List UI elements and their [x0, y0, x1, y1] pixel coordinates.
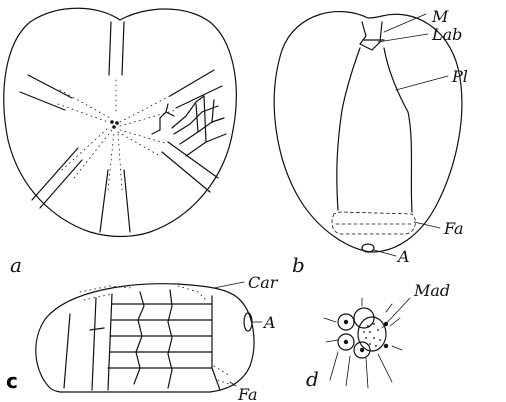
- panel-d-ray: [366, 358, 368, 388]
- panel-d-pore: [360, 348, 364, 352]
- panel-a-apical-dot: [115, 121, 119, 125]
- panel-a-petal-line: [32, 148, 78, 200]
- panel-d-ray: [324, 318, 336, 322]
- panel-d-ray: [346, 356, 350, 386]
- panel-a-apical-dot: [112, 125, 116, 129]
- panel-a-petal-line: [20, 92, 65, 110]
- panel-b-label-lab: Lab: [431, 25, 462, 44]
- panel-a-pore-row: [62, 128, 108, 170]
- panel-a-apical-dot: [110, 120, 114, 124]
- panel-b-label-a: A: [396, 247, 410, 266]
- panel-a-frontal-groove-right: [122, 22, 124, 75]
- panel-d-pore: [344, 320, 348, 324]
- panel-d-ray: [378, 354, 392, 382]
- panel-b-letter: b: [292, 253, 305, 277]
- panel-b-label-m: M: [431, 7, 449, 26]
- panel-d-ray: [390, 318, 400, 326]
- panel-d-ray: [392, 346, 402, 350]
- panel-c-plate-line: [108, 294, 112, 390]
- panel-d-ray: [326, 340, 338, 342]
- panel-c-plate-line: [64, 314, 70, 388]
- panel-b-labrum: [360, 22, 382, 50]
- panel-a-petal-line: [162, 152, 210, 192]
- panel-a-petal-line: [168, 142, 218, 178]
- panel-d-apical-disc: Mad d: [306, 281, 450, 391]
- panel-b-label-pl: Pl: [451, 67, 468, 86]
- panel-a-pore-row: [108, 132, 114, 190]
- panel-c-zigzag: [168, 290, 172, 388]
- panel-d-ray: [330, 352, 338, 380]
- panel-c-anus: [244, 313, 252, 331]
- panel-d-label-mad: Mad: [413, 281, 450, 300]
- panel-c-plate-line: [212, 296, 220, 390]
- panel-d-pore: [344, 340, 348, 344]
- panel-b-leader-fa: [414, 222, 440, 228]
- panel-a-pore-row: [58, 104, 108, 122]
- panel-d-plate: [354, 308, 374, 328]
- panel-c-small-mark: [90, 328, 104, 330]
- panel-c-label-a: A: [262, 313, 276, 332]
- panel-c-label-car: Car: [248, 273, 279, 292]
- panel-c-label-fa: Fa: [237, 385, 258, 402]
- panel-a-pore-row: [74, 130, 112, 178]
- panel-a-petal-line: [100, 170, 108, 232]
- panel-c-pores: [84, 294, 112, 300]
- panel-c-test: Car A Fa c: [6, 273, 279, 402]
- panel-d-ray: [386, 304, 392, 312]
- panel-a-plates: [180, 118, 224, 144]
- panel-b-test: M Lab Pl Fa A b: [274, 7, 468, 277]
- panel-b-anus: [362, 244, 374, 252]
- panel-d-leader-mad: [382, 298, 410, 328]
- panel-c-plate-line: [92, 298, 96, 390]
- panel-a-pore-row: [120, 96, 170, 122]
- panel-c-zigzag: [134, 292, 144, 384]
- panel-a-test: a: [4, 8, 237, 277]
- panel-a-frontal-groove-left: [109, 22, 111, 75]
- panel-a-pore-row: [60, 90, 110, 118]
- panel-d-letter: d: [306, 367, 319, 391]
- panel-b-leader-m: [384, 14, 426, 32]
- panel-b-label-fa: Fa: [443, 219, 464, 238]
- panel-c-leader-car: [214, 282, 244, 288]
- panel-b-plastron: [337, 48, 412, 212]
- panel-a-plates: [196, 96, 214, 142]
- panel-c-pores: [178, 286, 206, 300]
- panel-b-leader-pl: [396, 76, 448, 90]
- panel-b-fasciole: [332, 212, 415, 234]
- panel-a-plates: [152, 104, 174, 134]
- panel-a-petal-line: [176, 86, 222, 108]
- panel-a-petal-line: [124, 170, 130, 232]
- panel-a-petal-line: [28, 75, 72, 98]
- panel-a-petal-line: [170, 70, 214, 96]
- panel-a-plates: [172, 96, 204, 128]
- panel-b-leader-lab: [378, 34, 428, 42]
- panel-d-pore: [384, 344, 388, 348]
- panel-d-madreporite: [358, 317, 386, 351]
- panel-c-letter: c: [6, 369, 18, 393]
- panel-a-pore-row: [118, 132, 122, 190]
- panel-a-letter: a: [10, 253, 22, 277]
